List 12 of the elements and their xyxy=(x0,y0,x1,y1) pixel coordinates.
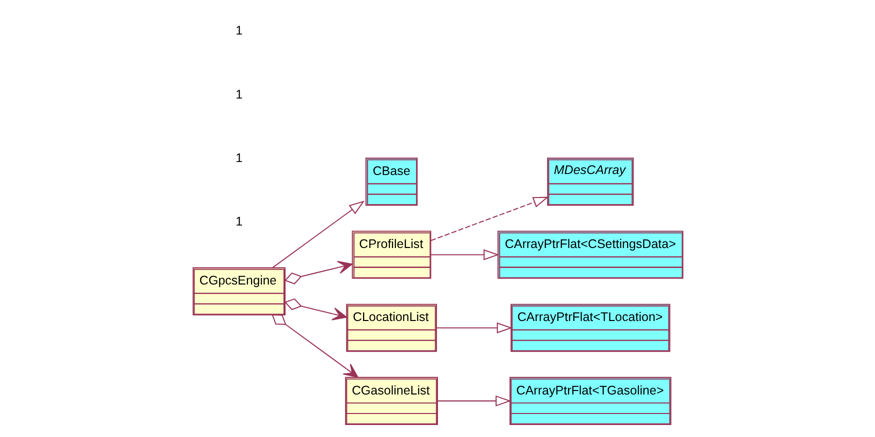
arrow xyxy=(271,314,358,378)
label: 1 xyxy=(235,24,242,38)
arrow xyxy=(430,249,499,260)
arrow xyxy=(284,298,346,320)
label: 1 xyxy=(235,150,242,165)
arrow xyxy=(436,322,512,334)
arrow xyxy=(437,395,511,406)
label: 1 xyxy=(235,87,242,102)
label: 1 xyxy=(235,214,242,229)
arrow xyxy=(430,196,548,241)
arrow xyxy=(272,200,364,268)
arrow xyxy=(284,260,352,284)
